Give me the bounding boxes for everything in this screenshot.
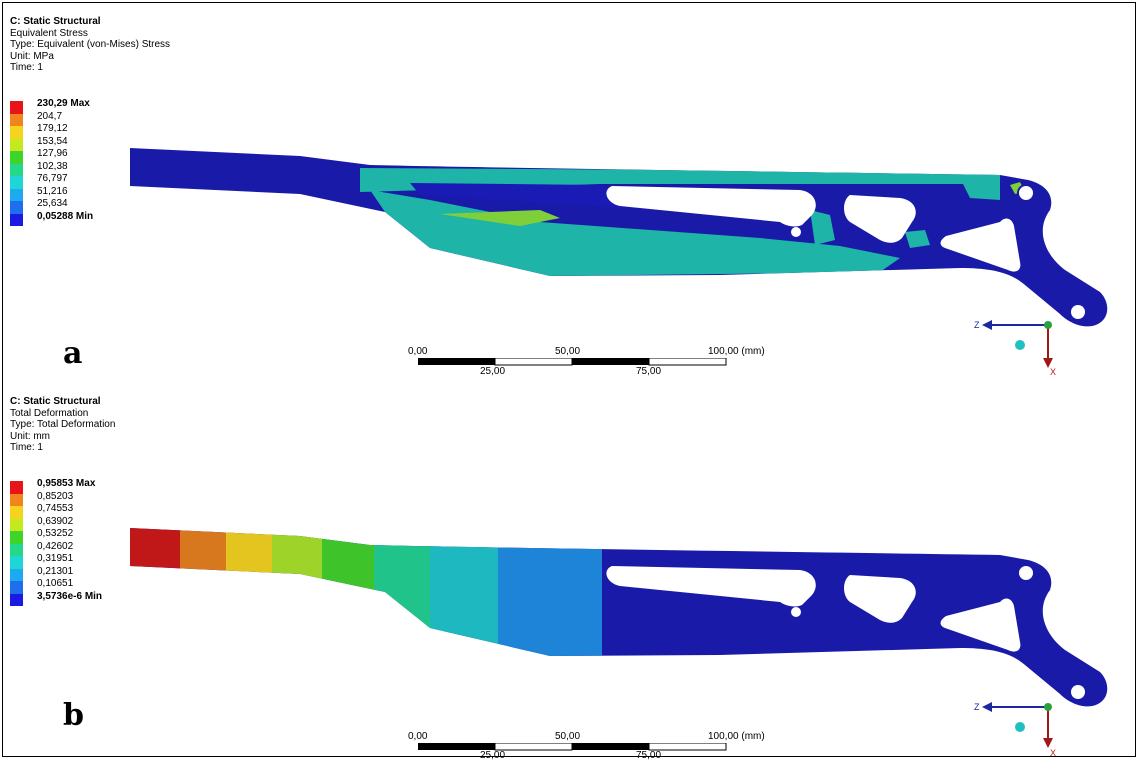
scale-label: 100,00 (mm)	[708, 346, 765, 357]
scale-label: 100,00 (mm)	[708, 731, 765, 742]
analysis-title: C: Static Structural	[10, 396, 101, 407]
scale-label: 75,00	[636, 750, 662, 761]
legend-swatch	[10, 126, 23, 139]
view-sphere-icon	[1015, 340, 1025, 350]
scale-label: 50,00	[555, 731, 581, 742]
result-name: Total Deformation	[10, 407, 89, 419]
scale-label: 75,00	[636, 366, 662, 377]
legend-label: 0,53252	[37, 528, 74, 539]
scale-label: 25,00	[480, 366, 506, 377]
legend-label: 0,85203	[37, 490, 74, 502]
legend-label: 153,54	[37, 135, 68, 147]
legend-swatch	[10, 531, 23, 544]
legend-label: 0,63902	[37, 515, 74, 527]
result-type: Type: Equivalent (von-Mises) Stress	[10, 39, 171, 50]
legend-swatch	[10, 518, 23, 531]
stress-contour-model	[130, 148, 1108, 327]
legend-label: 102,38	[37, 160, 68, 172]
legend-swatch	[10, 556, 23, 569]
x-axis-arrow-icon	[1043, 358, 1053, 368]
panel-label: a	[63, 336, 83, 371]
legend-swatch	[10, 568, 23, 581]
coordinate-triad: Z X	[974, 320, 1056, 377]
scale-bar: 0,00 50,00 100,00 (mm) 25,00 75,00	[408, 731, 765, 771]
legend-label: 25,634	[37, 198, 68, 209]
legend-label: 127,96	[37, 148, 68, 159]
x-axis-arrow-icon	[1043, 738, 1053, 748]
legend-label: 0,10651	[37, 578, 74, 589]
panel-b-total-deformation: C: Static Structural Total Deformation T…	[0, 380, 1140, 761]
legend-label: 0,05288 Min	[37, 210, 94, 222]
legend-label: 230,29 Max	[37, 98, 90, 109]
panel-a-equivalent-stress: C: Static Structural Equivalent Stress T…	[0, 0, 1140, 380]
analysis-title: C: Static Structural	[10, 16, 101, 27]
result-name: Equivalent Stress	[10, 27, 88, 39]
scale-label: 25,00	[480, 750, 506, 761]
legend-label: 51,216	[37, 185, 68, 197]
result-unit: Unit: MPa	[10, 50, 54, 62]
x-axis-label: X	[1050, 748, 1056, 758]
figure-frame	[2, 2, 1136, 757]
legend-swatch	[10, 188, 23, 201]
result-unit: Unit: mm	[10, 430, 50, 442]
result-header: C: Static Structural Total Deformation T…	[10, 396, 115, 454]
legend-label: 0,31951	[37, 553, 74, 564]
legend-swatch	[10, 201, 23, 214]
scale-label: 0,00	[408, 731, 428, 742]
legend-label: 0,21301	[37, 565, 74, 577]
legend-swatch	[10, 581, 23, 594]
scale-label: 50,00	[555, 346, 581, 357]
legend-swatch	[10, 543, 23, 556]
legend-swatch	[10, 113, 23, 126]
view-sphere-icon	[1015, 722, 1025, 732]
legend-label: 0,42602	[37, 540, 74, 552]
result-header: C: Static Structural Equivalent Stress T…	[10, 16, 170, 74]
z-axis-label: Z	[974, 702, 980, 712]
legend-swatch	[10, 138, 23, 151]
scale-label: 0,00	[408, 346, 428, 357]
legend-label: 0,74553	[37, 503, 74, 514]
legend-swatch	[10, 506, 23, 519]
deformation-contour-model	[130, 528, 1108, 707]
scale-bar-graphic	[418, 358, 727, 366]
legend-swatch	[10, 151, 23, 164]
x-axis-label: X	[1050, 367, 1056, 377]
legend-label: 3,5736e-6 Min	[37, 590, 103, 602]
legend-label: 204,7	[37, 110, 63, 122]
legend-label: 76,797	[37, 173, 68, 184]
z-axis-arrow-icon	[982, 320, 992, 330]
z-axis-arrow-icon	[982, 702, 992, 712]
result-time: Time: 1	[10, 442, 43, 453]
legend-swatch	[10, 101, 23, 114]
y-axis-dot-icon	[1044, 321, 1052, 329]
legend-swatch	[10, 176, 23, 189]
scale-bar-graphic	[418, 743, 727, 751]
legend-swatch	[10, 493, 23, 506]
legend-swatch	[10, 163, 23, 176]
legend-swatch	[10, 593, 23, 606]
result-time: Time: 1	[10, 62, 43, 73]
panel-label: b	[63, 698, 84, 733]
legend-label: 179,12	[37, 123, 68, 134]
coordinate-triad: Z X	[974, 702, 1056, 758]
legend-swatch	[10, 213, 23, 226]
result-type: Type: Total Deformation	[10, 419, 116, 430]
z-axis-label: Z	[974, 320, 980, 330]
y-axis-dot-icon	[1044, 703, 1052, 711]
legend-swatch	[10, 481, 23, 494]
scale-bar: 0,00 50,00 100,00 (mm) 25,00 75,00	[408, 346, 765, 386]
legend-label: 0,95853 Max	[37, 478, 96, 489]
